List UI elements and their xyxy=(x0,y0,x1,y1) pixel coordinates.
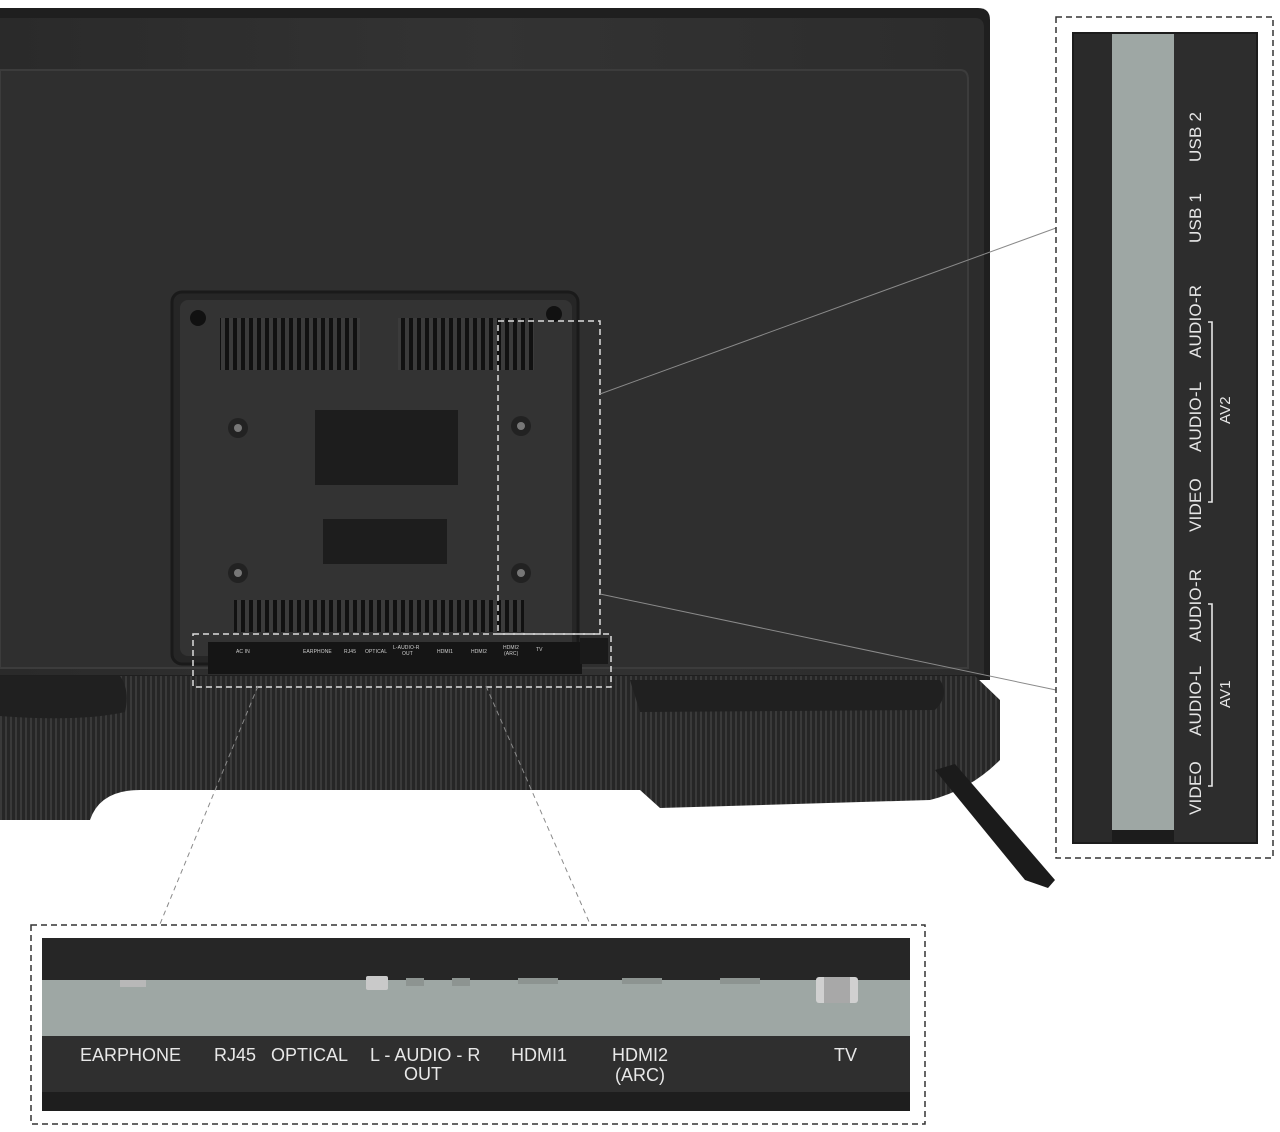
side-label-usb1: USB 1 xyxy=(1186,192,1205,243)
bottom-label-tv: TV xyxy=(834,1045,858,1065)
side-label-av2-audio-r: AUDIO-R xyxy=(1186,284,1205,358)
mini-label-ac-in: AC IN xyxy=(236,649,250,655)
mini-label-earphone: EARPHONE xyxy=(303,649,332,655)
highlight-bottom-ports xyxy=(192,633,612,688)
mini-label-optical: OPTICAL xyxy=(365,649,388,655)
bottom-label-audio-out-line1: L - AUDIO - R xyxy=(370,1045,481,1065)
bottom-label-hdmi1: HDMI1 xyxy=(511,1045,568,1065)
bottom-label-hdmi2: HDMI2 xyxy=(612,1045,669,1065)
rear-mounting-plate xyxy=(170,290,608,674)
mini-label-hdmi1: HDMI1 xyxy=(437,649,454,655)
mini-label-audio-out-1: L-AUDIO-R xyxy=(393,645,420,651)
side-label-group-av2: AV2 xyxy=(1217,396,1234,424)
bottom-label-optical: OPTICAL xyxy=(271,1045,349,1065)
mini-label-audio-out-2: OUT xyxy=(402,651,413,657)
mini-label-hdmi2: HDMI2 xyxy=(471,649,488,655)
bottom-label-audio-out-line2: OUT xyxy=(404,1064,442,1084)
av-group-brackets xyxy=(1208,321,1213,787)
side-label-av2-audio-l: AUDIO-L xyxy=(1186,381,1205,452)
vesa-screw-holes xyxy=(228,416,531,583)
mini-label-hdmi2-arc: (ARC) xyxy=(504,651,519,657)
side-label-av1-audio-l: AUDIO-L xyxy=(1186,665,1205,736)
side-zoom-panel xyxy=(1055,16,1274,859)
side-label-av2-video: VIDEO xyxy=(1186,478,1205,532)
mini-label-tv: TV xyxy=(536,647,543,653)
bottom-label-hdmi2-arc: (ARC) xyxy=(615,1065,665,1085)
side-label-av1-video: VIDEO xyxy=(1186,761,1205,815)
side-label-usb2: USB 2 xyxy=(1186,111,1205,162)
leader-lines xyxy=(159,227,1057,925)
side-label-av1-audio-r: AUDIO-R xyxy=(1186,568,1205,642)
bottom-zoom-panel xyxy=(30,924,926,1125)
port-connectors xyxy=(120,976,858,1003)
tv-ribbed-base xyxy=(0,676,1000,820)
side-label-group-av1: AV1 xyxy=(1217,680,1234,708)
tv-stand-leg xyxy=(935,764,1055,888)
mini-label-hdmi2-name: HDMI2 xyxy=(503,645,520,651)
bottom-label-rj45: RJ45 xyxy=(214,1045,257,1065)
mini-label-rj45: RJ45 xyxy=(344,649,357,655)
bottom-label-earphone: EARPHONE xyxy=(80,1045,182,1065)
